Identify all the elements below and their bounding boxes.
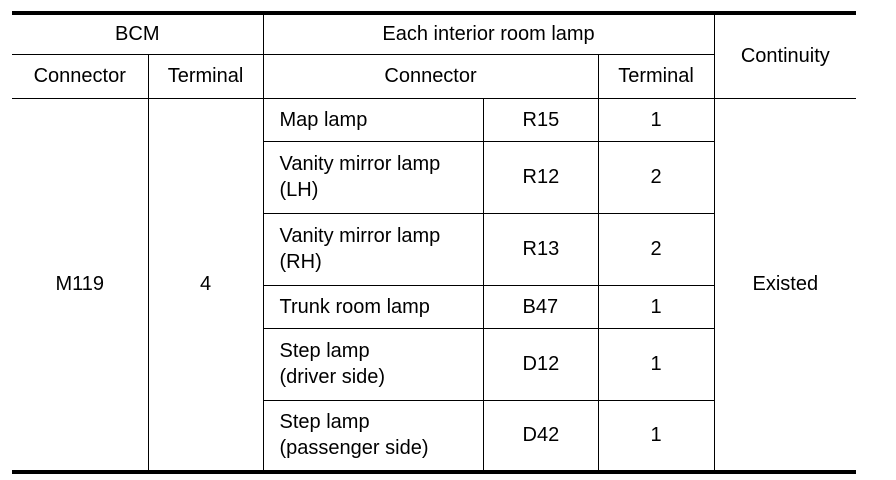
lamp-name-line1: Vanity mirror lamp [279,225,441,247]
inspection-table: BCM Each interior room lamp Continuity C… [12,11,857,474]
table-row: Step lamp (passenger side) D42 1 [12,399,856,474]
lamp-name-line2: (RH) [279,251,322,273]
lamp-connector: D42 [482,399,599,474]
lamp-terminal: 2 [597,140,715,214]
lamp-name: Map lamp [262,97,484,142]
bcm-header: BCM [12,11,264,55]
lamp-name-line2: (passenger side) [279,437,429,460]
lamp-connector: B47 [482,284,599,329]
lamp-connector: R15 [482,97,599,142]
lamp-name-line1: Trunk room lamp [279,295,430,318]
lamp-name: Step lamp (driver side) [262,327,484,401]
table-row: Trunk room lamp B47 1 [12,284,856,329]
bcm-connector-value: M119 [12,97,149,474]
lamp-name-line1: Step lamp [279,340,370,362]
table-row: Step lamp (driver side) D12 1 [12,327,856,401]
table-row: Vanity mirror lamp (RH) R13 2 [12,212,856,286]
lamp-name: Vanity mirror lamp (RH) [262,212,484,286]
lamp-terminal: 1 [597,399,715,474]
lamp-terminal: 2 [597,212,715,286]
lamp-connector: R12 [482,140,599,214]
lamp-connector: D12 [482,327,599,401]
continuity-header: Continuity [713,11,857,99]
lamp-name: Vanity mirror lamp (LH) [262,140,484,214]
table-row: M119 4 Map lamp R15 1 Existed [12,97,857,474]
bcm-terminal-value: 4 [147,97,264,474]
lamp-name: Trunk room lamp [262,284,484,329]
lamp-terminal: 1 [597,327,715,401]
lamp-name-line2: (LH) [279,179,319,201]
lamp-name-line1: Map lamp [279,108,368,131]
lamp-name-line1: Step lamp [279,411,370,434]
lamp-terminal: 1 [597,284,715,329]
bcm-connector-header: Connector [12,53,149,99]
lamp-connector-header: Connector [262,53,599,99]
continuity-value: Existed [713,97,857,474]
lamp-name-line2: (driver side) [279,366,386,388]
lamp-group-header: Each interior room lamp [262,11,715,55]
lamp-terminal-header: Terminal [597,53,715,99]
lamp-name: Step lamp (passenger side) [262,399,484,474]
lamp-connector: R13 [482,212,599,286]
lamp-name-line1: Vanity mirror lamp [279,153,441,175]
bcm-terminal-header: Terminal [147,53,264,99]
header-row-group: BCM Each interior room lamp Continuity [12,11,857,99]
lamp-terminal: 1 [597,97,715,142]
